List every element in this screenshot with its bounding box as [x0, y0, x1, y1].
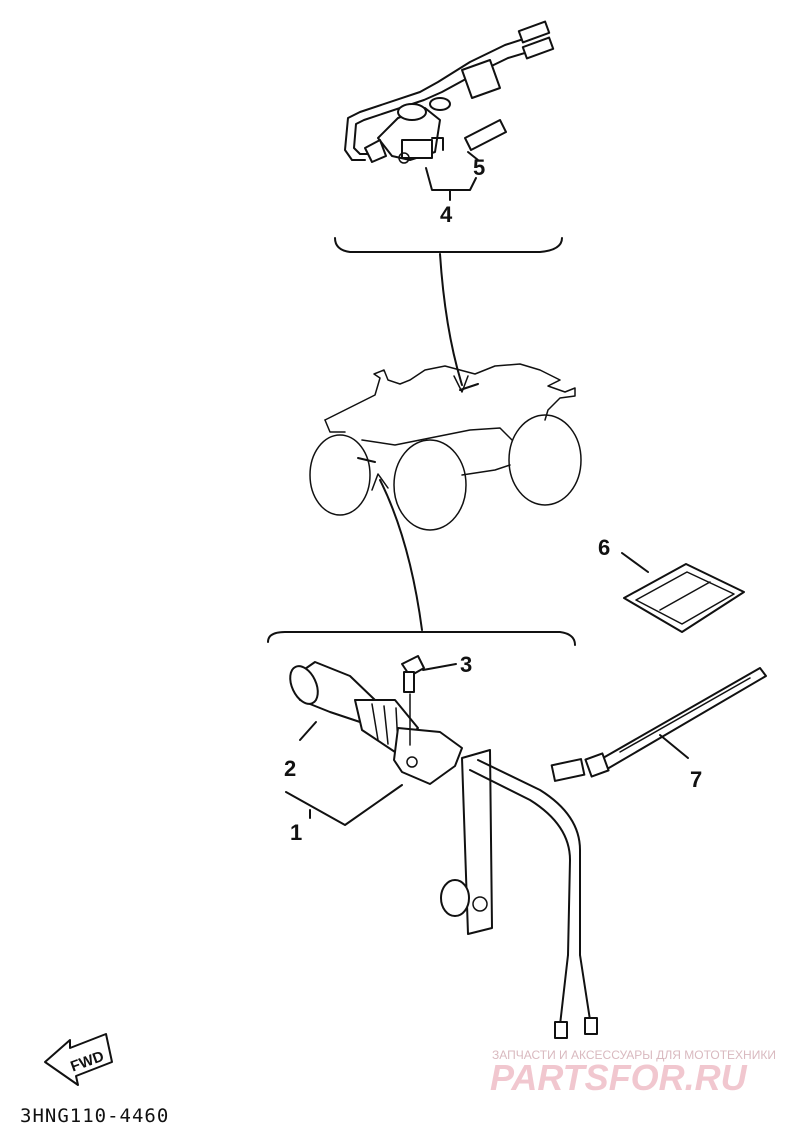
location-arrow-bottom — [379, 479, 423, 631]
callout-3: 3 — [460, 652, 472, 677]
callout-5: 5 — [473, 155, 485, 180]
cable-tie-part-7 — [550, 667, 767, 782]
view-bracket-top — [334, 237, 563, 253]
location-arrowhead-bottom — [371, 473, 389, 491]
callout-4: 4 — [440, 202, 453, 227]
callout-2: 2 — [284, 756, 296, 781]
callout-6: 6 — [598, 535, 610, 560]
callout-7: 7 — [690, 767, 702, 792]
location-arrow-top — [439, 253, 463, 386]
callout-1: 1 — [290, 820, 302, 845]
watermark-tagline: ЗАПЧАСТИ И АКСЕССУАРЫ ДЛЯ МОТОТЕХНИКИ — [492, 1048, 776, 1062]
drawing-code: 3HNG110-4460 — [20, 1105, 169, 1127]
watermark-brand: PARTSFOR.RU — [490, 1057, 748, 1098]
fuel-cock-assembly — [344, 20, 555, 201]
view-bracket-bottom — [267, 631, 576, 646]
main-assembly — [285, 655, 598, 1039]
forward-direction-arrow: FWD — [44, 1033, 113, 1086]
pad-part-6 — [621, 552, 745, 633]
atv-silhouette — [309, 363, 582, 531]
location-arrowhead-top — [453, 375, 469, 393]
